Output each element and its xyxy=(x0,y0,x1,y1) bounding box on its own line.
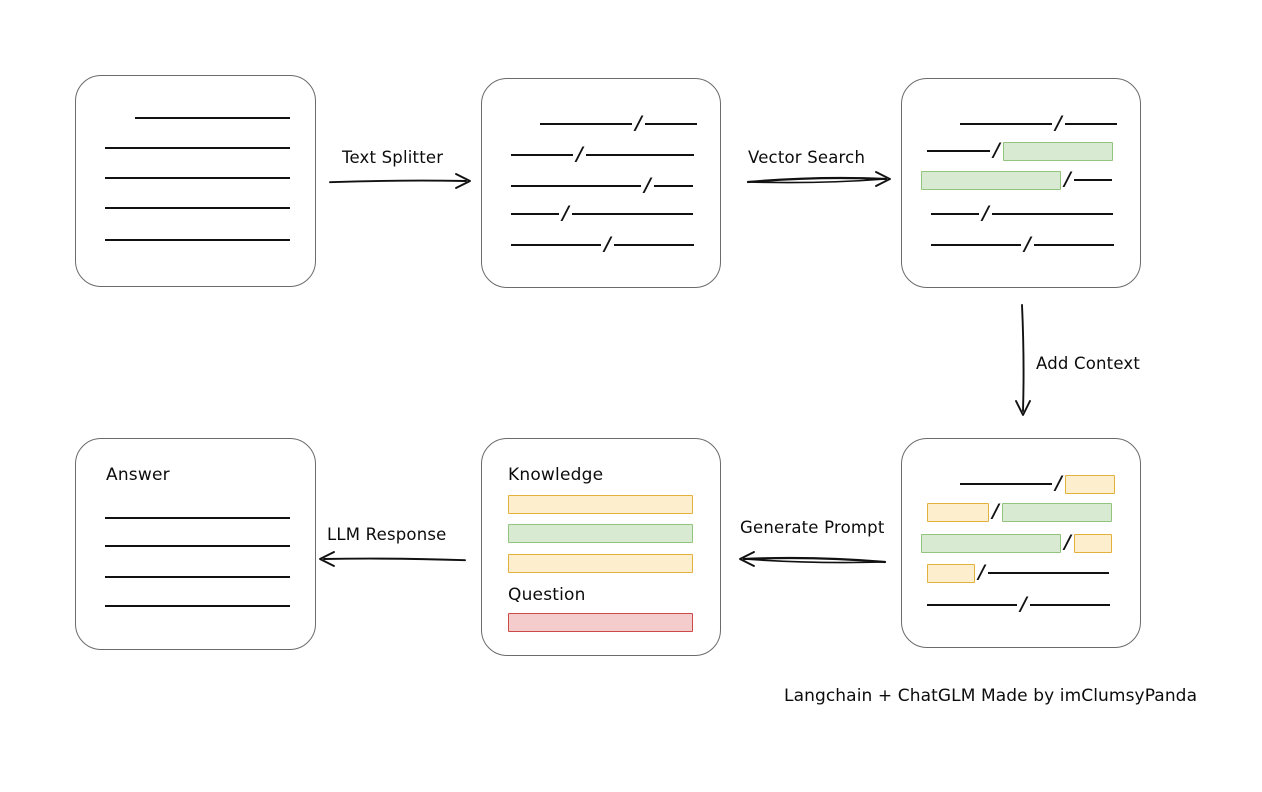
text-row xyxy=(135,108,290,128)
text-line-segment xyxy=(135,117,290,119)
document-box-split-chunks[interactable] xyxy=(481,78,721,288)
text-line-segment xyxy=(960,483,1052,485)
highlight-chip-green xyxy=(921,533,1061,553)
arrow-label-add-context: Add Context xyxy=(1036,354,1141,373)
slash-separator-icon: / xyxy=(1024,232,1031,255)
text-row: / xyxy=(927,138,1113,161)
prompt-bar-knowledge-bar-2 xyxy=(508,524,693,543)
text-line-segment xyxy=(960,123,1052,125)
prompt-bar-knowledge-bar-1 xyxy=(508,495,693,514)
slash-separator-icon: / xyxy=(982,201,989,224)
document-box-source-document[interactable] xyxy=(75,75,316,287)
prompt-bar-knowledge-bar-3 xyxy=(508,554,693,573)
text-row: / xyxy=(927,560,1109,583)
text-row xyxy=(105,567,290,587)
highlight-chip-yellow xyxy=(1064,474,1115,494)
highlight-chip-green xyxy=(1002,141,1113,161)
slash-separator-icon: / xyxy=(1055,471,1062,494)
text-line-segment xyxy=(644,123,697,125)
slash-separator-icon: / xyxy=(1055,111,1062,134)
text-line-segment xyxy=(105,545,290,547)
text-line-segment xyxy=(105,605,290,607)
text-line-segment xyxy=(511,213,559,215)
slash-separator-icon: / xyxy=(978,560,985,583)
arrow-add-context xyxy=(1015,304,1031,416)
highlight-chip-green xyxy=(921,170,1061,190)
text-row xyxy=(105,138,290,158)
arrow-text-splitter xyxy=(329,173,471,189)
highlight-chip-green xyxy=(1001,502,1112,522)
arrow-label-vector-search: Vector Search xyxy=(748,148,866,167)
text-line-segment xyxy=(105,147,290,149)
text-line-segment xyxy=(991,213,1113,215)
slash-separator-icon: / xyxy=(992,499,999,522)
heading-knowledge: Knowledge xyxy=(508,465,604,485)
text-line-segment xyxy=(987,572,1109,574)
text-row xyxy=(105,596,290,616)
text-line-segment xyxy=(105,517,290,519)
highlight-chip-yellow xyxy=(927,563,975,583)
text-line-segment xyxy=(540,123,632,125)
text-line-segment xyxy=(1033,244,1114,246)
text-row: / xyxy=(927,499,1112,522)
text-row: / xyxy=(960,111,1117,134)
arrow-generate-prompt xyxy=(739,551,887,567)
slash-separator-icon: / xyxy=(1064,167,1071,190)
document-box-answer-document[interactable] xyxy=(75,438,316,650)
text-row: / xyxy=(511,201,693,224)
text-row: / xyxy=(931,232,1114,255)
text-line-segment xyxy=(613,244,694,246)
slash-separator-icon: / xyxy=(644,173,651,196)
text-row: / xyxy=(921,530,1112,553)
prompt-bar-question-bar-1 xyxy=(508,613,693,632)
text-line-segment xyxy=(931,244,1021,246)
slash-separator-icon: / xyxy=(562,201,569,224)
text-line-segment xyxy=(1029,604,1110,606)
slash-separator-icon: / xyxy=(1020,592,1027,615)
text-line-segment xyxy=(1064,123,1117,125)
highlight-chip-yellow xyxy=(1073,533,1112,553)
slash-separator-icon: / xyxy=(1064,530,1071,553)
text-line-segment xyxy=(105,576,290,578)
arrow-label-llm-response: LLM Response xyxy=(327,525,447,544)
text-line-segment xyxy=(931,213,979,215)
slash-separator-icon: / xyxy=(993,138,1000,161)
text-line-segment xyxy=(511,244,601,246)
slash-separator-icon: / xyxy=(576,142,583,165)
text-row: / xyxy=(960,471,1115,494)
text-row xyxy=(105,168,290,188)
text-line-segment xyxy=(511,154,573,156)
text-line-segment xyxy=(511,185,641,187)
footer-credit: Langchain + ChatGLM Made by imClumsyPand… xyxy=(784,686,1198,706)
highlight-chip-yellow xyxy=(927,502,989,522)
text-line-segment xyxy=(105,177,290,179)
text-row: / xyxy=(927,592,1110,615)
heading-answer: Answer xyxy=(106,465,170,485)
text-line-segment xyxy=(585,154,694,156)
arrow-llm-response xyxy=(319,551,466,567)
arrow-label-generate-prompt: Generate Prompt xyxy=(740,518,885,537)
arrow-label-text-splitter: Text Splitter xyxy=(342,148,444,167)
text-line-segment xyxy=(1073,179,1112,181)
text-row xyxy=(105,198,290,218)
text-row: / xyxy=(540,111,697,134)
text-row: / xyxy=(511,142,694,165)
text-row xyxy=(105,508,290,528)
text-row: / xyxy=(511,232,694,255)
text-line-segment xyxy=(927,150,990,152)
text-row: / xyxy=(511,173,693,196)
text-row xyxy=(105,536,290,556)
arrow-vector-search xyxy=(746,171,891,187)
slash-separator-icon: / xyxy=(635,111,642,134)
text-row: / xyxy=(931,201,1113,224)
text-line-segment xyxy=(571,213,693,215)
heading-question: Question xyxy=(508,585,586,605)
text-line-segment xyxy=(653,185,693,187)
text-row xyxy=(105,230,290,250)
slash-separator-icon: / xyxy=(604,232,611,255)
text-line-segment xyxy=(927,604,1017,606)
text-row: / xyxy=(921,167,1112,190)
text-line-segment xyxy=(105,207,290,209)
text-line-segment xyxy=(105,239,290,241)
